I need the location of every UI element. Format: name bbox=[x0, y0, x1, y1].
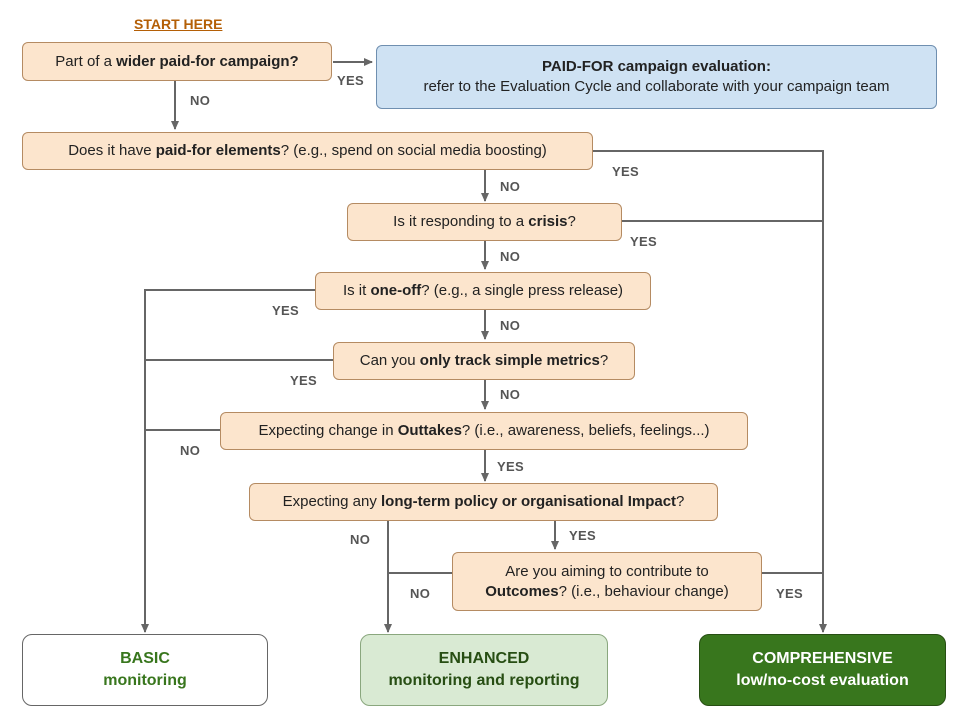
question-outtakes: Expecting change in Outtakes? (i.e., awa… bbox=[220, 412, 748, 450]
paid-for-evaluation-box: PAID-FOR campaign evaluation: refer to t… bbox=[376, 45, 937, 109]
label-q1-no: NO bbox=[190, 93, 211, 108]
label-q4-yes: YES bbox=[272, 303, 299, 318]
label-q3-no: NO bbox=[500, 249, 521, 264]
paid-for-title: PAID-FOR campaign evaluation: bbox=[542, 58, 771, 75]
question-paid-elements: Does it have paid-for elements? (e.g., s… bbox=[22, 132, 593, 170]
label-q5-no: NO bbox=[500, 387, 521, 402]
label-q4-no: NO bbox=[500, 318, 521, 333]
question-crisis: Is it responding to a crisis? bbox=[347, 203, 622, 241]
question-long-term-impact: Expecting any long-term policy or organi… bbox=[249, 483, 718, 521]
question-outcomes: Are you aiming to contribute to Outcomes… bbox=[452, 552, 762, 611]
question-one-off: Is it one-off? (e.g., a single press rel… bbox=[315, 272, 651, 310]
label-q5-yes: YES bbox=[290, 373, 317, 388]
label-q7-no: NO bbox=[350, 532, 371, 547]
label-q8-yes: YES bbox=[776, 586, 803, 601]
outcome-basic: BASIC monitoring bbox=[22, 634, 268, 706]
label-q6-no: NO bbox=[180, 443, 201, 458]
outcome-comprehensive: COMPREHENSIVE low/no-cost evaluation bbox=[699, 634, 946, 706]
outcome-basic-title: BASIC bbox=[120, 650, 170, 667]
outcome-comprehensive-title: COMPREHENSIVE bbox=[752, 650, 893, 667]
question-wider-campaign: Part of a wider paid-for campaign? bbox=[22, 42, 332, 81]
label-q2-yes: YES bbox=[612, 164, 639, 179]
start-here-label: START HERE bbox=[134, 16, 223, 32]
connector-q4-yes bbox=[141, 289, 315, 633]
label-q1-yes: YES bbox=[337, 73, 364, 88]
label-q7-yes: YES bbox=[569, 528, 596, 543]
outcome-enhanced-subtitle: monitoring and reporting bbox=[388, 672, 580, 689]
label-q3-yes: YES bbox=[630, 234, 657, 249]
label-q8-no: NO bbox=[410, 586, 431, 601]
question-outcomes-line1: Are you aiming to contribute to bbox=[505, 562, 709, 580]
connector-q2-yes bbox=[593, 150, 827, 633]
label-q2-no: NO bbox=[500, 179, 521, 194]
label-q6-yes: YES bbox=[497, 459, 524, 474]
outcome-comprehensive-subtitle: low/no-cost evaluation bbox=[736, 672, 909, 689]
outcome-enhanced: ENHANCED monitoring and reporting bbox=[360, 634, 608, 706]
outcome-basic-subtitle: monitoring bbox=[103, 672, 187, 689]
outcome-enhanced-title: ENHANCED bbox=[438, 650, 530, 667]
question-simple-metrics: Can you only track simple metrics? bbox=[333, 342, 635, 380]
paid-for-text: refer to the Evaluation Cycle and collab… bbox=[423, 78, 890, 95]
